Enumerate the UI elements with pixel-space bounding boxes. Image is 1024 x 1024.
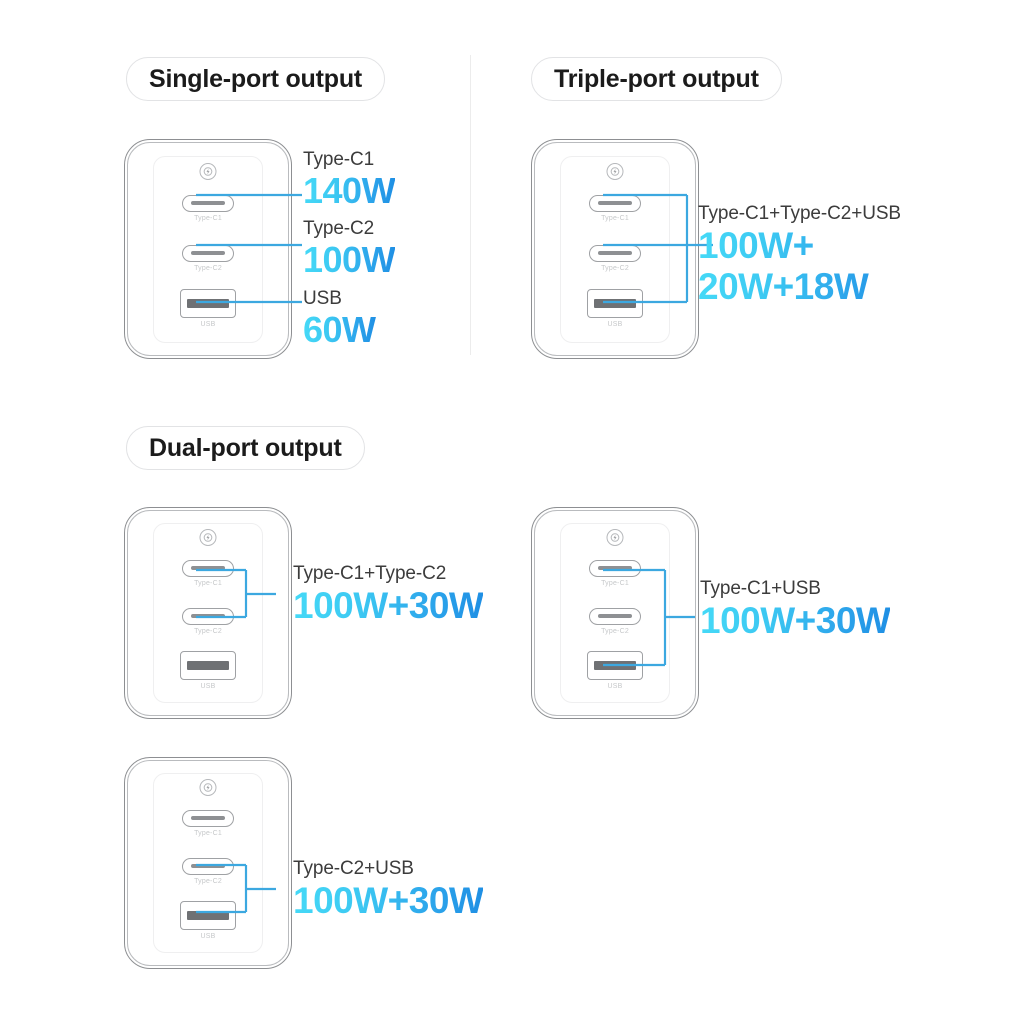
device-face: Type-C1 Type-C2 USB bbox=[152, 772, 264, 954]
callout-power-line-2: 20W+18W bbox=[698, 266, 901, 307]
section-title-dual-port: Dual-port output bbox=[126, 426, 365, 470]
port-type-c1 bbox=[589, 194, 641, 212]
callout-power-line-1: 100W+ bbox=[698, 225, 901, 266]
port-label-usb: USB bbox=[200, 932, 216, 940]
callout-single-type-c2: Type-C2 100W bbox=[303, 218, 396, 280]
port-usb-a bbox=[587, 288, 643, 318]
lightning-bolt-badge-icon bbox=[606, 528, 624, 546]
charger-device-dual-c1-usb: Type-C1 Type-C2 USB bbox=[531, 507, 699, 719]
port-label-type-c2: Type-C2 bbox=[194, 877, 222, 885]
port-label-type-c1: Type-C1 bbox=[601, 214, 629, 222]
callout-power: 100W+30W bbox=[293, 879, 484, 921]
device-shell-inner bbox=[127, 510, 289, 716]
port-label-type-c2: Type-C2 bbox=[194, 264, 222, 272]
device-face: Type-C1 Type-C2 USB bbox=[152, 522, 264, 704]
lightning-bolt-badge-icon bbox=[199, 778, 217, 796]
callout-dual-c1-c2: Type-C1+Type-C2 100W+30W bbox=[293, 563, 484, 626]
port-label-type-c1: Type-C1 bbox=[601, 579, 629, 587]
lightning-bolt-badge-icon bbox=[199, 528, 217, 546]
port-type-c1 bbox=[589, 559, 641, 577]
callout-power: 100W bbox=[303, 238, 396, 280]
port-label-type-c1: Type-C1 bbox=[194, 214, 222, 222]
port-label-type-c1: Type-C1 bbox=[194, 579, 222, 587]
port-label-usb: USB bbox=[607, 682, 623, 690]
charger-device-triple: Type-C1 Type-C2 USB bbox=[531, 139, 699, 359]
callout-power: 140W bbox=[303, 169, 396, 211]
callout-caption: Type-C1+Type-C2+USB bbox=[698, 203, 901, 224]
callout-power: 100W+30W bbox=[293, 584, 484, 626]
port-usb-a bbox=[180, 288, 236, 318]
callout-triple: Type-C1+Type-C2+USB 100W+ 20W+18W bbox=[698, 203, 901, 308]
callout-caption: Type-C2+USB bbox=[293, 858, 414, 879]
device-shell-inner bbox=[534, 510, 696, 716]
port-label-type-c1: Type-C1 bbox=[194, 829, 222, 837]
port-type-c1 bbox=[182, 559, 234, 577]
port-label-usb: USB bbox=[607, 320, 623, 328]
callout-power: 100W+30W bbox=[700, 599, 891, 641]
port-type-c2 bbox=[589, 244, 641, 262]
port-type-c2 bbox=[182, 857, 234, 875]
callout-caption: Type-C1+USB bbox=[700, 578, 821, 599]
device-shell-inner bbox=[534, 142, 696, 356]
section-title-single-port: Single-port output bbox=[126, 57, 386, 101]
port-type-c2 bbox=[182, 244, 234, 262]
charger-device-single: Type-C1 Type-C2 USB bbox=[124, 139, 292, 359]
lightning-bolt-badge-icon bbox=[199, 162, 217, 180]
port-label-usb: USB bbox=[200, 320, 216, 328]
device-shell-inner bbox=[127, 142, 289, 356]
port-usb-a bbox=[180, 650, 236, 680]
lightning-bolt-badge-icon bbox=[606, 162, 624, 180]
device-face: Type-C1 Type-C2 USB bbox=[152, 155, 264, 343]
port-usb-a bbox=[180, 900, 236, 930]
callout-caption: Type-C2 bbox=[303, 218, 375, 239]
callout-single-type-c1: Type-C1 140W bbox=[303, 149, 396, 211]
port-type-c2 bbox=[182, 607, 234, 625]
device-face: Type-C1 Type-C2 USB bbox=[559, 155, 671, 343]
port-label-usb: USB bbox=[200, 682, 216, 690]
port-type-c1 bbox=[182, 809, 234, 827]
port-label-type-c2: Type-C2 bbox=[601, 264, 629, 272]
port-label-type-c2: Type-C2 bbox=[601, 627, 629, 635]
charger-device-dual-c2-usb: Type-C1 Type-C2 USB bbox=[124, 757, 292, 969]
callout-caption: Type-C1+Type-C2 bbox=[293, 563, 447, 584]
section-divider bbox=[470, 55, 471, 355]
device-face: Type-C1 Type-C2 USB bbox=[559, 522, 671, 704]
port-label-type-c2: Type-C2 bbox=[194, 627, 222, 635]
port-type-c2 bbox=[589, 607, 641, 625]
port-type-c1 bbox=[182, 194, 234, 212]
port-usb-a bbox=[587, 650, 643, 680]
callout-dual-c1-usb: Type-C1+USB 100W+30W bbox=[700, 578, 891, 641]
charger-device-dual-c1-c2: Type-C1 Type-C2 USB bbox=[124, 507, 292, 719]
callout-caption: USB bbox=[303, 288, 342, 309]
callout-dual-c2-usb: Type-C2+USB 100W+30W bbox=[293, 858, 484, 921]
callout-power: 60W bbox=[303, 308, 376, 350]
section-title-triple-port: Triple-port output bbox=[531, 57, 782, 101]
callout-caption: Type-C1 bbox=[303, 149, 375, 170]
callout-single-usb: USB 60W bbox=[303, 288, 376, 350]
device-shell-inner bbox=[127, 760, 289, 966]
